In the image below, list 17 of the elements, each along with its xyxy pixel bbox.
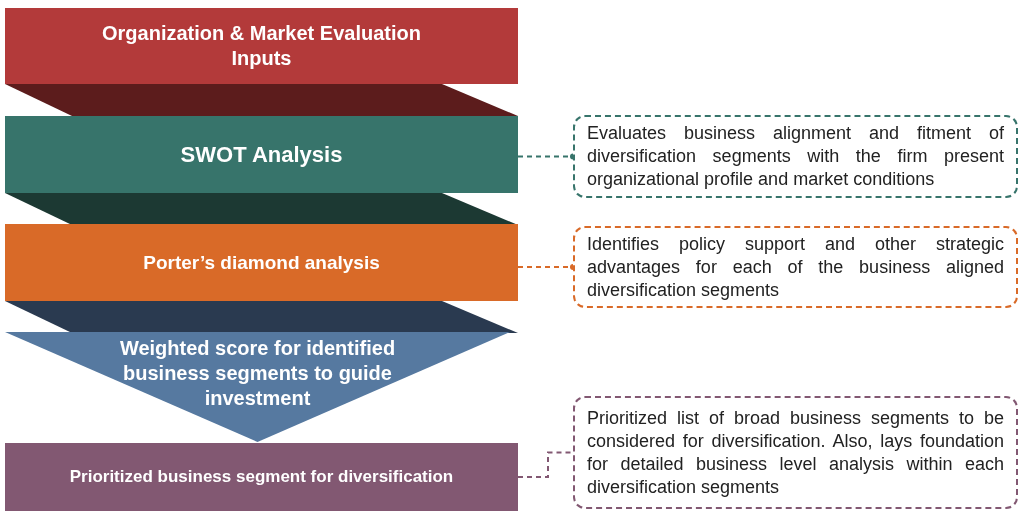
node-text: Porter’s diamond analysis <box>143 250 380 275</box>
node-text: Evaluates business alignment and fitment of diversification segments with the firm present organizational profile and market conditions <box>587 122 1004 191</box>
node-text: Identifies policy support and other strategic advantages for each of the business aligned diversification segments <box>587 232 1004 302</box>
callout-box <box>573 226 1018 308</box>
stage-bar <box>5 116 518 193</box>
callout-box <box>573 115 1018 198</box>
node-text: SWOT Analysis <box>180 140 343 169</box>
node-text: Prioritized list of broad business segments to be considered for diversification. Also, lays foundation for detailed business level analysis within each diversification segments <box>587 406 1004 499</box>
node-text: Organization & Market Evaluation Inputs <box>101 21 422 71</box>
stage-bar <box>5 443 518 511</box>
stage-bar <box>5 224 518 301</box>
funnel-triangle <box>5 332 510 442</box>
connector-line <box>517 451 574 478</box>
callout-box <box>573 396 1018 509</box>
stage-bar <box>5 8 518 84</box>
node-text: Weighted score for identified business segments to guide investment <box>118 336 397 411</box>
node-text: Prioritized business segment for diversification <box>69 466 454 488</box>
